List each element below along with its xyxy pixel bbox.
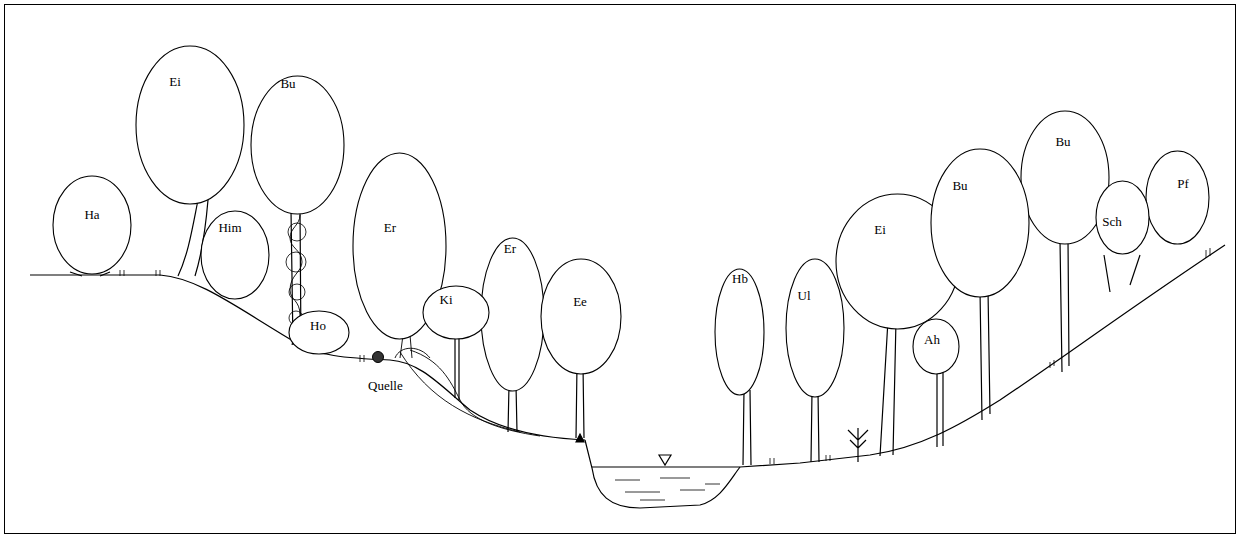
ivy-leaf — [289, 284, 305, 300]
trunk — [811, 392, 819, 462]
tree-label: Him — [218, 220, 241, 236]
trunk — [1060, 240, 1069, 372]
trunk — [576, 365, 584, 438]
marker — [576, 434, 584, 442]
crown-shape — [136, 46, 244, 204]
tree-label: Ei — [874, 222, 886, 238]
crown-shape — [423, 286, 489, 339]
tree-label: Ho — [310, 318, 326, 334]
grass-ticks — [120, 248, 1210, 464]
tree-label: Er — [504, 241, 516, 257]
crown-outline — [422, 285, 490, 340]
tree-label: Sch — [1102, 214, 1122, 230]
tree-label: Hb — [732, 271, 748, 287]
crown-shape — [481, 238, 544, 391]
stream-bed — [585, 440, 740, 508]
ivy-leaf — [288, 223, 306, 241]
ivy-leaf — [286, 252, 306, 272]
crown-outline — [135, 45, 245, 205]
crown-outline — [480, 237, 545, 392]
tree-crown: Ha — [52, 175, 132, 275]
crown-outline — [52, 175, 132, 275]
tree-crown: Hb — [714, 268, 765, 396]
tree-label: Ki — [440, 292, 453, 308]
trunk — [880, 320, 896, 456]
crown-outline — [1145, 150, 1210, 245]
crown-shape — [541, 259, 621, 374]
crown-shape — [251, 76, 344, 214]
tree-label: Pf — [1177, 176, 1189, 192]
seedling — [848, 428, 868, 462]
tree-crown: Ee — [540, 258, 622, 375]
crown-outline — [540, 258, 622, 375]
crown-shape — [1096, 181, 1149, 254]
tree-label: Bu — [280, 76, 295, 92]
trunk — [937, 370, 943, 447]
crown-outline — [714, 268, 765, 396]
trunk — [980, 290, 990, 420]
crown-shape — [289, 311, 349, 354]
crown-shape — [201, 211, 269, 299]
tree-crown: Pf — [1145, 150, 1210, 245]
spring-label: Quelle — [368, 378, 403, 394]
crown-shape — [786, 259, 844, 397]
tree-crown: Ul — [785, 258, 845, 398]
tree-crown: Bu — [930, 148, 1030, 298]
tree-crown: Ah — [912, 318, 960, 375]
crown-shape — [715, 269, 764, 395]
trunk — [508, 385, 517, 432]
tree-label: Bu — [1055, 134, 1070, 150]
crown-shape — [53, 176, 131, 274]
tree-crown: Him — [200, 210, 270, 300]
crown-shape — [1146, 151, 1209, 244]
water-level-marker — [659, 455, 671, 465]
tree-crown: Ki — [422, 285, 490, 340]
tree-label: Ei — [169, 74, 181, 90]
crown-shape — [1021, 111, 1109, 244]
shrub-base — [1104, 255, 1140, 292]
crown-outline — [930, 148, 1030, 298]
tree-label: Bu — [952, 178, 967, 194]
water-surface — [592, 466, 740, 467]
crown-shape — [913, 319, 959, 374]
trunk — [743, 390, 751, 465]
tree-label: Ha — [84, 207, 99, 223]
spring-symbol — [373, 352, 384, 363]
tree-crown: Ei — [135, 45, 245, 205]
tree-label: Ul — [798, 288, 811, 304]
tree-crown: Bu — [250, 75, 345, 215]
crown-outline — [250, 75, 345, 215]
frame — [5, 5, 1236, 534]
tree-label: Ee — [573, 294, 587, 310]
crown-shape — [931, 149, 1029, 297]
water-lines — [615, 478, 720, 500]
tree-label: Ah — [924, 332, 940, 348]
crown-outline — [785, 258, 845, 398]
tree-crown: Ho — [288, 310, 350, 355]
trunk — [455, 330, 459, 400]
tree-label: Er — [384, 220, 396, 236]
tree-crown: Er — [480, 237, 545, 392]
tree-crown: Sch — [1095, 180, 1150, 255]
